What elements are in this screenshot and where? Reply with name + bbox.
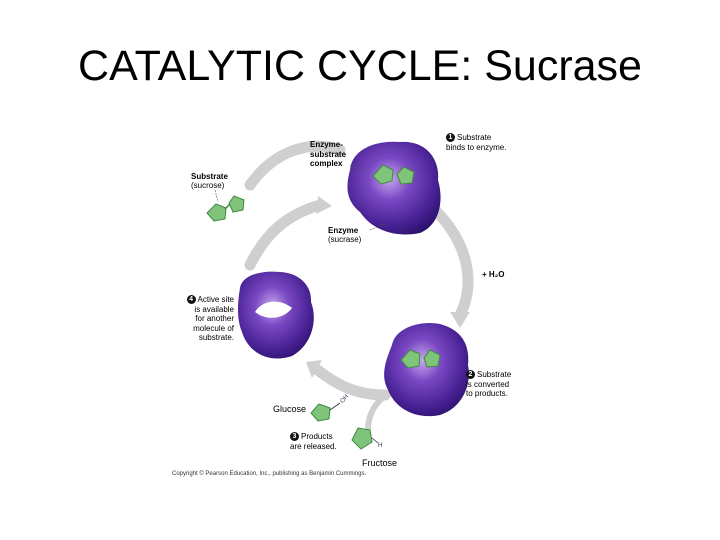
release-arrow xyxy=(365,389,395,433)
slide-title: CATALYTIC CYCLE: Sucrase xyxy=(78,42,642,90)
step3-text: Products are released. xyxy=(290,432,337,451)
cycle-arrowhead-right xyxy=(450,312,470,328)
leader-enzyme xyxy=(369,223,386,231)
cycle-arrowhead-left xyxy=(316,196,332,214)
complex-glucose xyxy=(372,164,394,185)
step3-number: 3 xyxy=(290,432,299,441)
h-label: H xyxy=(378,443,383,449)
enzyme-substrate-complex-shape xyxy=(347,141,441,235)
step2-number: 2 xyxy=(466,370,475,379)
copyright-notice: Copyright © Pearson Education, Inc., pub… xyxy=(172,471,367,477)
substrate-label: Substrate xyxy=(191,172,228,181)
released-glucose xyxy=(310,402,341,422)
glucose-label: Glucose xyxy=(273,404,307,414)
cycle-arrowhead-bottom xyxy=(306,360,322,378)
cycle-arrow-top xyxy=(244,140,346,191)
complex-fructose xyxy=(396,166,415,185)
cycle-arrow-left xyxy=(244,199,326,271)
fructose-label: Fructose xyxy=(362,458,398,468)
enzyme-name: (sucrase) xyxy=(328,235,362,244)
step2-text: Substrate is converted to products. xyxy=(466,370,512,398)
product-fructose xyxy=(423,349,441,368)
step1-text: Substrate binds to enzyme. xyxy=(446,133,507,152)
step4-text: Active site is available for another mol… xyxy=(193,295,234,342)
enzyme-label: Enzyme xyxy=(328,226,359,235)
cycle-arrow-right xyxy=(429,204,474,321)
substrate-name: (sucrose) xyxy=(191,181,225,190)
enzyme-substrate-complex-label: Enzyme- substrate complex xyxy=(310,140,347,168)
product-glucose xyxy=(400,349,421,369)
leader-substrate xyxy=(214,189,219,203)
cycle-arrow-bottom xyxy=(309,362,391,401)
released-fructose xyxy=(351,427,379,450)
substrate-sucrose xyxy=(206,195,245,222)
leader-complex xyxy=(349,164,369,173)
enzyme-converting-shape xyxy=(384,322,469,417)
enzyme-free-shape xyxy=(238,271,314,359)
water-label: + H₂O xyxy=(482,270,505,279)
step1-number: 1 xyxy=(446,133,455,142)
active-site-gap xyxy=(255,301,292,318)
step4-number: 4 xyxy=(186,295,196,304)
